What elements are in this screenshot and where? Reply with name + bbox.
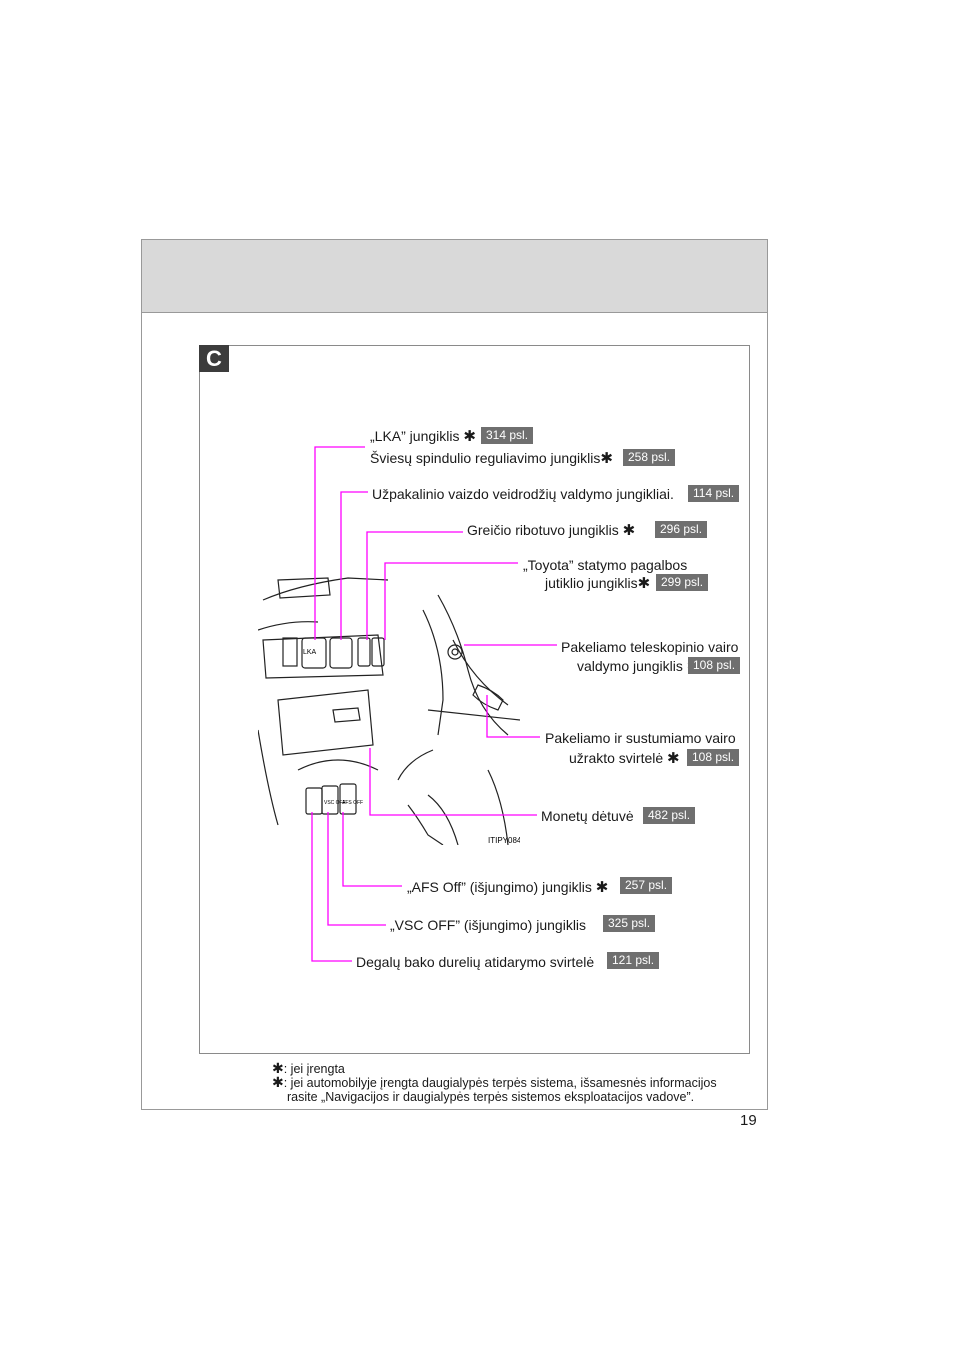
- page-ref-mirror-switches[interactable]: 114 psl.: [688, 485, 740, 502]
- dashboard-illustration: LKA VSC OFF AFS OFF ITIPY084: [258, 577, 520, 845]
- page-ref-headlight-leveling[interactable]: 258 psl.: [623, 449, 676, 466]
- callout-tilt-lever-line2: užrakto svirtelė ✱: [569, 750, 680, 767]
- callout-parking-assist-label: jutiklio jungiklis: [545, 575, 638, 591]
- illustration-code: ITIPY084: [488, 836, 520, 845]
- asterisk-icon: ✱: [600, 450, 613, 467]
- callout-parking-assist-line2: jutiklio jungiklis✱: [545, 575, 650, 592]
- callout-telescopic-line1: Pakeliamo teleskopinio vairo: [561, 639, 739, 655]
- callout-headlight-leveling-label: Šviesų spindulio reguliavimo jungiklis: [370, 450, 601, 466]
- page-ref-tilt-lever[interactable]: 108 psl.: [687, 749, 740, 766]
- callout-afs-off-label: „AFS Off” (išjungimo) jungiklis: [407, 879, 592, 895]
- page-ref-lka[interactable]: 314 psl.: [481, 427, 534, 444]
- page-ref-speed-limiter[interactable]: 296 psl.: [655, 521, 708, 538]
- callout-speed-limiter-label: Greičio ribotuvo jungiklis: [467, 522, 619, 538]
- footnote-equipped: ✱: jei įrengta: [272, 1061, 345, 1076]
- callout-speed-limiter: Greičio ribotuvo jungiklis ✱: [467, 522, 635, 539]
- page-ref-coin-box[interactable]: 482 psl.: [643, 807, 696, 824]
- footnote-multimedia-line1: ✱: jei automobilyje įrengta daugialypės …: [272, 1075, 717, 1090]
- asterisk-icon: ✱: [637, 575, 651, 592]
- page-frame-left: [141, 313, 142, 1110]
- asterisk-icon: ✱: [272, 1060, 284, 1076]
- callout-afs-off: „AFS Off” (išjungimo) jungiklis ✱: [407, 879, 608, 896]
- page-ref-fuel-door[interactable]: 121 psl.: [607, 952, 660, 969]
- callout-vsc-off: „VSC OFF” (išjungimo) jungiklis: [390, 917, 586, 934]
- asterisk-icon: ✱: [622, 522, 636, 539]
- page-frame-right: [767, 313, 768, 1110]
- header-band: [141, 239, 768, 313]
- page-ref-vsc-off[interactable]: 325 psl.: [603, 915, 656, 932]
- afs-switch-label: AFS OFF: [342, 800, 363, 806]
- footnote-multimedia-line2: rasite „Navigacijos ir daugialypės terpė…: [287, 1090, 695, 1104]
- page-frame-bottom: [141, 1109, 768, 1110]
- page-number: 19: [740, 1112, 757, 1129]
- callout-telescopic-label: valdymo jungiklis: [577, 658, 683, 674]
- callout-mirror-switches: Užpakalinio vaizdo veidrodžių valdymo ju…: [372, 486, 674, 503]
- page-ref-parking-assist[interactable]: 299 psl.: [656, 574, 709, 591]
- asterisk-icon: ✱: [595, 879, 609, 896]
- page-ref-afs-off[interactable]: 257 psl.: [620, 877, 673, 894]
- callout-tilt-lever-line1: Pakeliamo ir sustumiamo vairo: [545, 730, 736, 746]
- callout-parking-assist-line1: „Toyota” statymo pagalbos: [523, 557, 688, 573]
- footnote-multimedia-text-1: : jei automobilyje įrengta daugialypės t…: [283, 1076, 717, 1090]
- section-tab: C: [199, 345, 229, 372]
- callout-fuel-door: Degalų bako durelių atidarymo svirtelė: [356, 954, 594, 971]
- lka-switch-label: LKA: [303, 649, 317, 656]
- callout-headlight-leveling: Šviesų spindulio reguliavimo jungiklis✱: [370, 450, 613, 467]
- asterisk-icon: ✱: [667, 750, 680, 767]
- illustration-panel: [199, 345, 750, 1054]
- callout-tilt-lever-label: užrakto svirtelė: [569, 750, 664, 766]
- callout-coin-box-label: Monetų dėtuvė: [541, 808, 634, 824]
- callout-lka-label: „LKA” jungiklis: [370, 428, 460, 444]
- asterisk-icon: ✱: [272, 1074, 284, 1090]
- page-ref-telescopic[interactable]: 108 psl.: [688, 657, 741, 674]
- footnote-equipped-text: : jei įrengta: [283, 1062, 345, 1076]
- callout-vsc-off-label: „VSC OFF” (išjungimo) jungiklis: [390, 917, 587, 933]
- callout-fuel-door-label: Degalų bako durelių atidarymo svirtelė: [356, 954, 595, 970]
- callout-telescopic-line2: valdymo jungiklis ✱: [577, 658, 699, 675]
- callout-coin-box: Monetų dėtuvė: [541, 808, 634, 825]
- callout-lka: „LKA” jungiklis ✱: [370, 428, 476, 445]
- callout-mirror-switches-label: Užpakalinio vaizdo veidrodžių valdymo ju…: [372, 486, 674, 502]
- vsc-switch-label: VSC OFF: [324, 800, 346, 806]
- asterisk-icon: ✱: [463, 428, 476, 445]
